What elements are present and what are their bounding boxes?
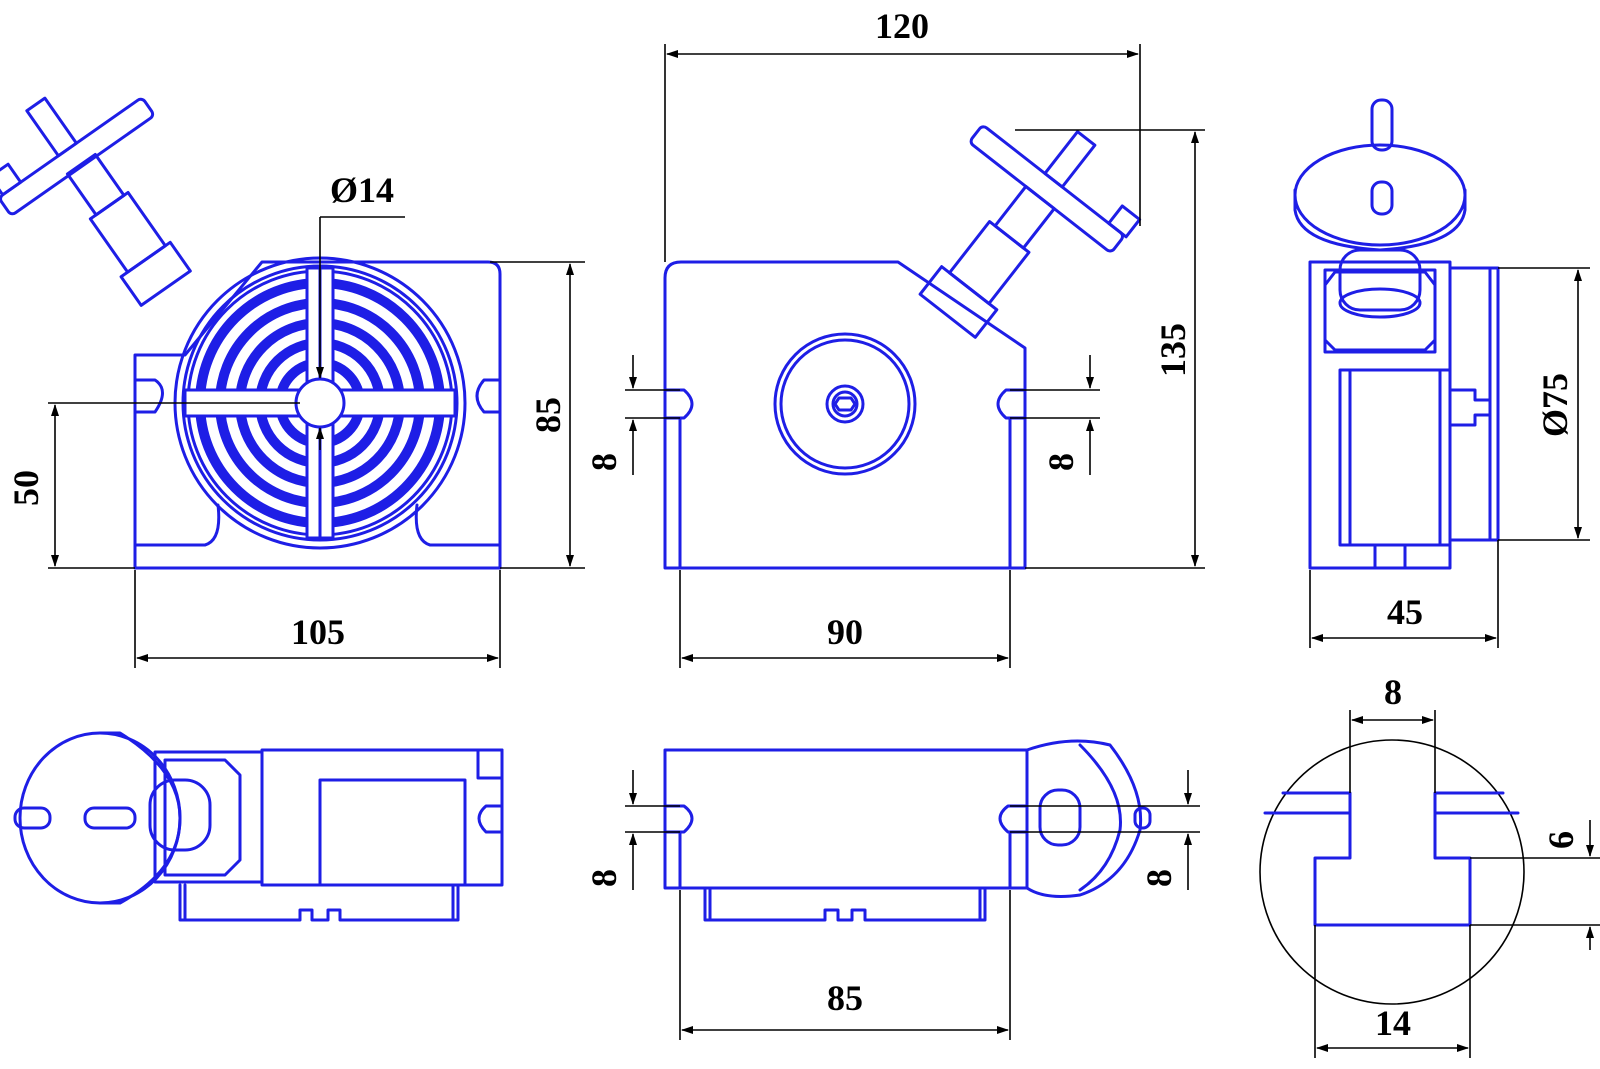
tslot-detail — [1259, 739, 1525, 1005]
dim-bottom-slot-left: 8 — [584, 869, 624, 887]
dim-front-height: 85 — [528, 397, 568, 433]
side-view-dimensions: 120 135 90 8 8 — [584, 6, 1205, 668]
dim-side-slot-right: 8 — [1041, 453, 1081, 471]
dim-end-width: 45 — [1387, 592, 1423, 632]
dim-tslot-top: 8 — [1384, 672, 1402, 712]
dim-center-height: 50 — [6, 470, 46, 506]
bottom-view-dimensions: 8 8 85 — [584, 770, 1200, 1040]
front-view — [0, 96, 502, 570]
dim-bottom-slot-right: 8 — [1139, 869, 1179, 887]
end-view-dimensions: Ø75 45 — [1309, 267, 1590, 648]
dim-table-diameter: Ø75 — [1535, 373, 1575, 437]
dim-center-bore: Ø14 — [330, 170, 394, 210]
bottom-view — [663, 739, 1152, 922]
dim-tslot-depth: 6 — [1541, 831, 1581, 849]
dim-front-width: 105 — [291, 612, 345, 652]
top-view — [13, 731, 504, 922]
end-view — [1293, 98, 1500, 570]
dim-side-slot-left: 8 — [584, 453, 624, 471]
side-view — [663, 125, 1142, 570]
front-view-dimensions: 105 85 50 Ø14 — [6, 170, 585, 668]
tslot-dimensions: 8 6 14 — [1314, 672, 1600, 1058]
dim-tslot-bottom: 14 — [1375, 1003, 1411, 1043]
dim-bottom-length: 85 — [827, 978, 863, 1018]
dim-side-overall-width: 120 — [875, 6, 929, 46]
dim-side-overall-height: 135 — [1153, 323, 1193, 377]
dim-side-slot-spacing: 90 — [827, 612, 863, 652]
